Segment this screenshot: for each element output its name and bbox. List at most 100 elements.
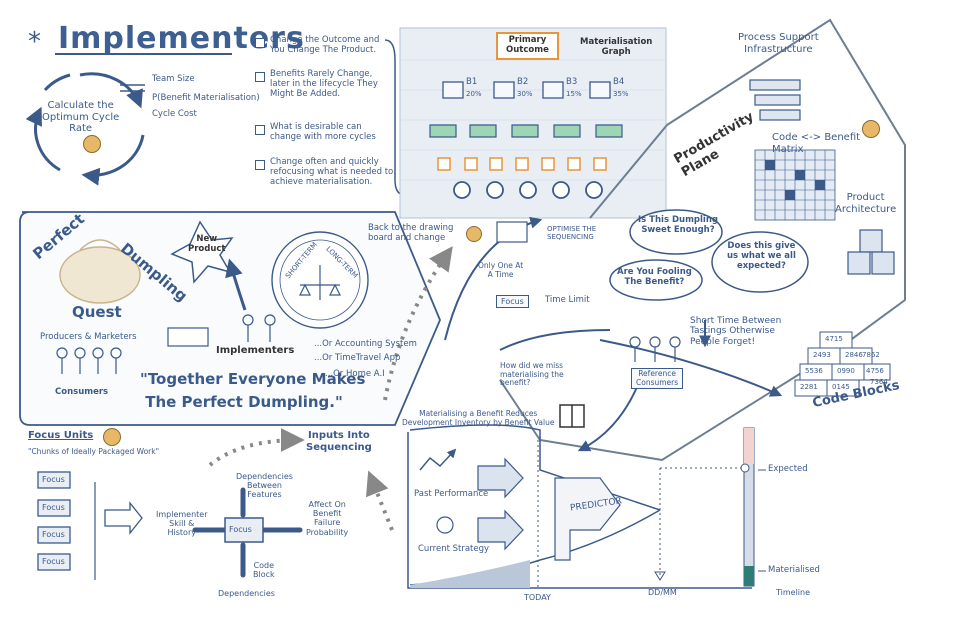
producers-label: Producers & Marketers	[40, 332, 137, 342]
code-block-id: 5536	[805, 367, 823, 375]
ddmm-label: DD/MM	[648, 588, 677, 597]
focus-to-node-arrow	[104, 501, 143, 535]
cycle-note-team: Team Size	[152, 74, 195, 84]
together-quote: "Together Everyone Makes The Perfect Dum…	[140, 370, 366, 411]
infrastructure-stack	[749, 79, 801, 121]
new-product-label: New Product	[188, 234, 226, 254]
materialised-label: Materialised	[768, 565, 820, 575]
implementers-label: Implementers	[216, 345, 295, 356]
focus-node-bottom-dependencies: Dependencies	[218, 589, 275, 598]
code-block-id: 0145	[832, 383, 850, 391]
focus-node-left: Implementer Skill & History	[156, 510, 208, 538]
checklist-item: Benefits Rarely Change, later in the lif…	[270, 69, 378, 99]
focus-node-box	[224, 517, 264, 543]
time-limit-label: Time Limit	[545, 295, 590, 305]
checklist-item: Change the Outcome and You Change The Pr…	[270, 35, 380, 55]
task-checks	[437, 157, 607, 171]
checklist-item: Change often and quickly refocusing what…	[270, 157, 394, 187]
question-bubbles	[609, 209, 809, 301]
focus-unit: Focus	[42, 503, 65, 512]
materialisation-gauge	[740, 427, 766, 587]
alt-timetravel: ...Or TimeTravel App	[314, 353, 401, 363]
one-at-a-time-note: Only One At A Time	[478, 261, 524, 279]
avatar-matrix	[862, 120, 880, 138]
code-block-id: 4756	[866, 367, 884, 375]
benefit-pct: 35%	[613, 90, 629, 98]
question-sweet: Is This Dumpling Sweet Enough?	[638, 215, 718, 235]
code-block-id: 2281	[800, 383, 818, 391]
alt-home-ai: ...Or Home A.I	[325, 369, 385, 379]
code-block-id: 7862	[862, 351, 880, 359]
checklist-checkbox[interactable]	[255, 125, 265, 135]
checklist-checkbox[interactable]	[255, 160, 265, 170]
architecture-cubes	[847, 229, 895, 275]
inventory-note: Materialising a Benefit Reduces Developm…	[402, 409, 555, 427]
focus-node-bottom: Code Block	[253, 561, 275, 580]
drawing-board-note: Back to the drawing board and change	[368, 223, 454, 243]
page-title: Implementers	[58, 21, 305, 56]
process-gears	[453, 181, 603, 199]
benefit-pct: 15%	[566, 90, 582, 98]
benefit-pct: 30%	[517, 90, 533, 98]
code-block-id: 2846	[845, 351, 863, 359]
focus-node-right: Affect On Benefit Failure Probability	[306, 500, 349, 537]
short-time-note: Short Time Between Tastings Otherwise Pe…	[690, 316, 782, 347]
benefit-pct: 20%	[466, 90, 482, 98]
focus-node-top: Dependencies Between Features	[236, 472, 293, 500]
today-label: TODAY	[524, 593, 551, 602]
cycle-note-probability: P(Benefit Materialisation)	[152, 93, 260, 103]
timeline-label: Timeline	[776, 588, 811, 597]
benefit-gifts	[442, 81, 611, 99]
dotted-arrow-back	[383, 246, 453, 401]
predictor-chart	[407, 424, 752, 589]
code-benefit-matrix-label: Code <-> Benefit Matrix	[772, 132, 861, 155]
expected-label: Expected	[768, 464, 808, 474]
product-architecture-label: Product Architecture	[835, 192, 897, 215]
focus-node-center: Focus	[229, 525, 252, 534]
dotted-arrow-inputs	[208, 428, 305, 467]
cycle-diagram	[25, 72, 145, 186]
alt-accounting: ...Or Accounting System	[314, 339, 417, 349]
checklist-checkbox[interactable]	[255, 38, 265, 48]
focus-unit: Focus	[42, 475, 65, 484]
process-support-label: Process Support Infrastructure	[738, 32, 819, 55]
computer-table	[167, 327, 209, 347]
focus-unit: Focus	[42, 557, 65, 566]
checklist-item: What is desirable can change with more c…	[270, 122, 376, 142]
cycle-note-cost: Cycle Cost	[152, 109, 197, 119]
primary-outcome-box: Primary Outcome	[496, 32, 559, 60]
focus-units-subtitle: "Chunks of Ideally Packaged Work"	[28, 447, 160, 456]
code-block-id: 0990	[837, 367, 855, 375]
optimise-note: OPTIMISE THE SEQUENCING	[547, 225, 597, 242]
consumers-label: Consumers	[55, 387, 109, 397]
reference-consumers-box: Reference Consumers	[631, 368, 684, 390]
code-block-id: 4715	[825, 335, 843, 343]
checklist-checkbox[interactable]	[255, 72, 265, 82]
code-block-id: 7364	[870, 378, 888, 386]
cycle-label: Calculate the Optimum Cycle Rate	[42, 100, 120, 134]
avatar-drawing-board	[466, 226, 482, 242]
dumpling-illustration	[59, 246, 141, 304]
productivity-plane	[499, 18, 906, 462]
how-did-we-miss-note: How did we miss materialising the benefi…	[500, 361, 564, 388]
focus-units-title: Focus Units	[28, 430, 94, 441]
code-block-id: 2493	[813, 351, 831, 359]
past-performance-label: Past Performance	[414, 489, 489, 499]
benefit-label: B4	[613, 77, 625, 87]
focus-node-cross	[192, 487, 303, 578]
avatar-focus-units	[103, 428, 121, 446]
focus-box: Focus	[496, 295, 529, 309]
benefit-label: B3	[566, 77, 578, 87]
title-asterisk: *	[28, 27, 41, 57]
code-block-bricks	[794, 331, 891, 397]
inputs-sequencing-label: Inputs Into Sequencing	[306, 430, 372, 453]
benefit-label: B2	[517, 77, 529, 87]
focus-unit-stack	[37, 471, 71, 571]
question-fooling: Are You Fooling The Benefit?	[617, 267, 692, 287]
barcode-box	[496, 221, 528, 243]
materialisation-graph-title: Materialisation Graph	[580, 37, 653, 57]
quest-label: Quest	[72, 303, 122, 321]
question-expected: Does this give us what we all expected?	[727, 241, 796, 271]
focus-unit: Focus	[42, 530, 65, 539]
